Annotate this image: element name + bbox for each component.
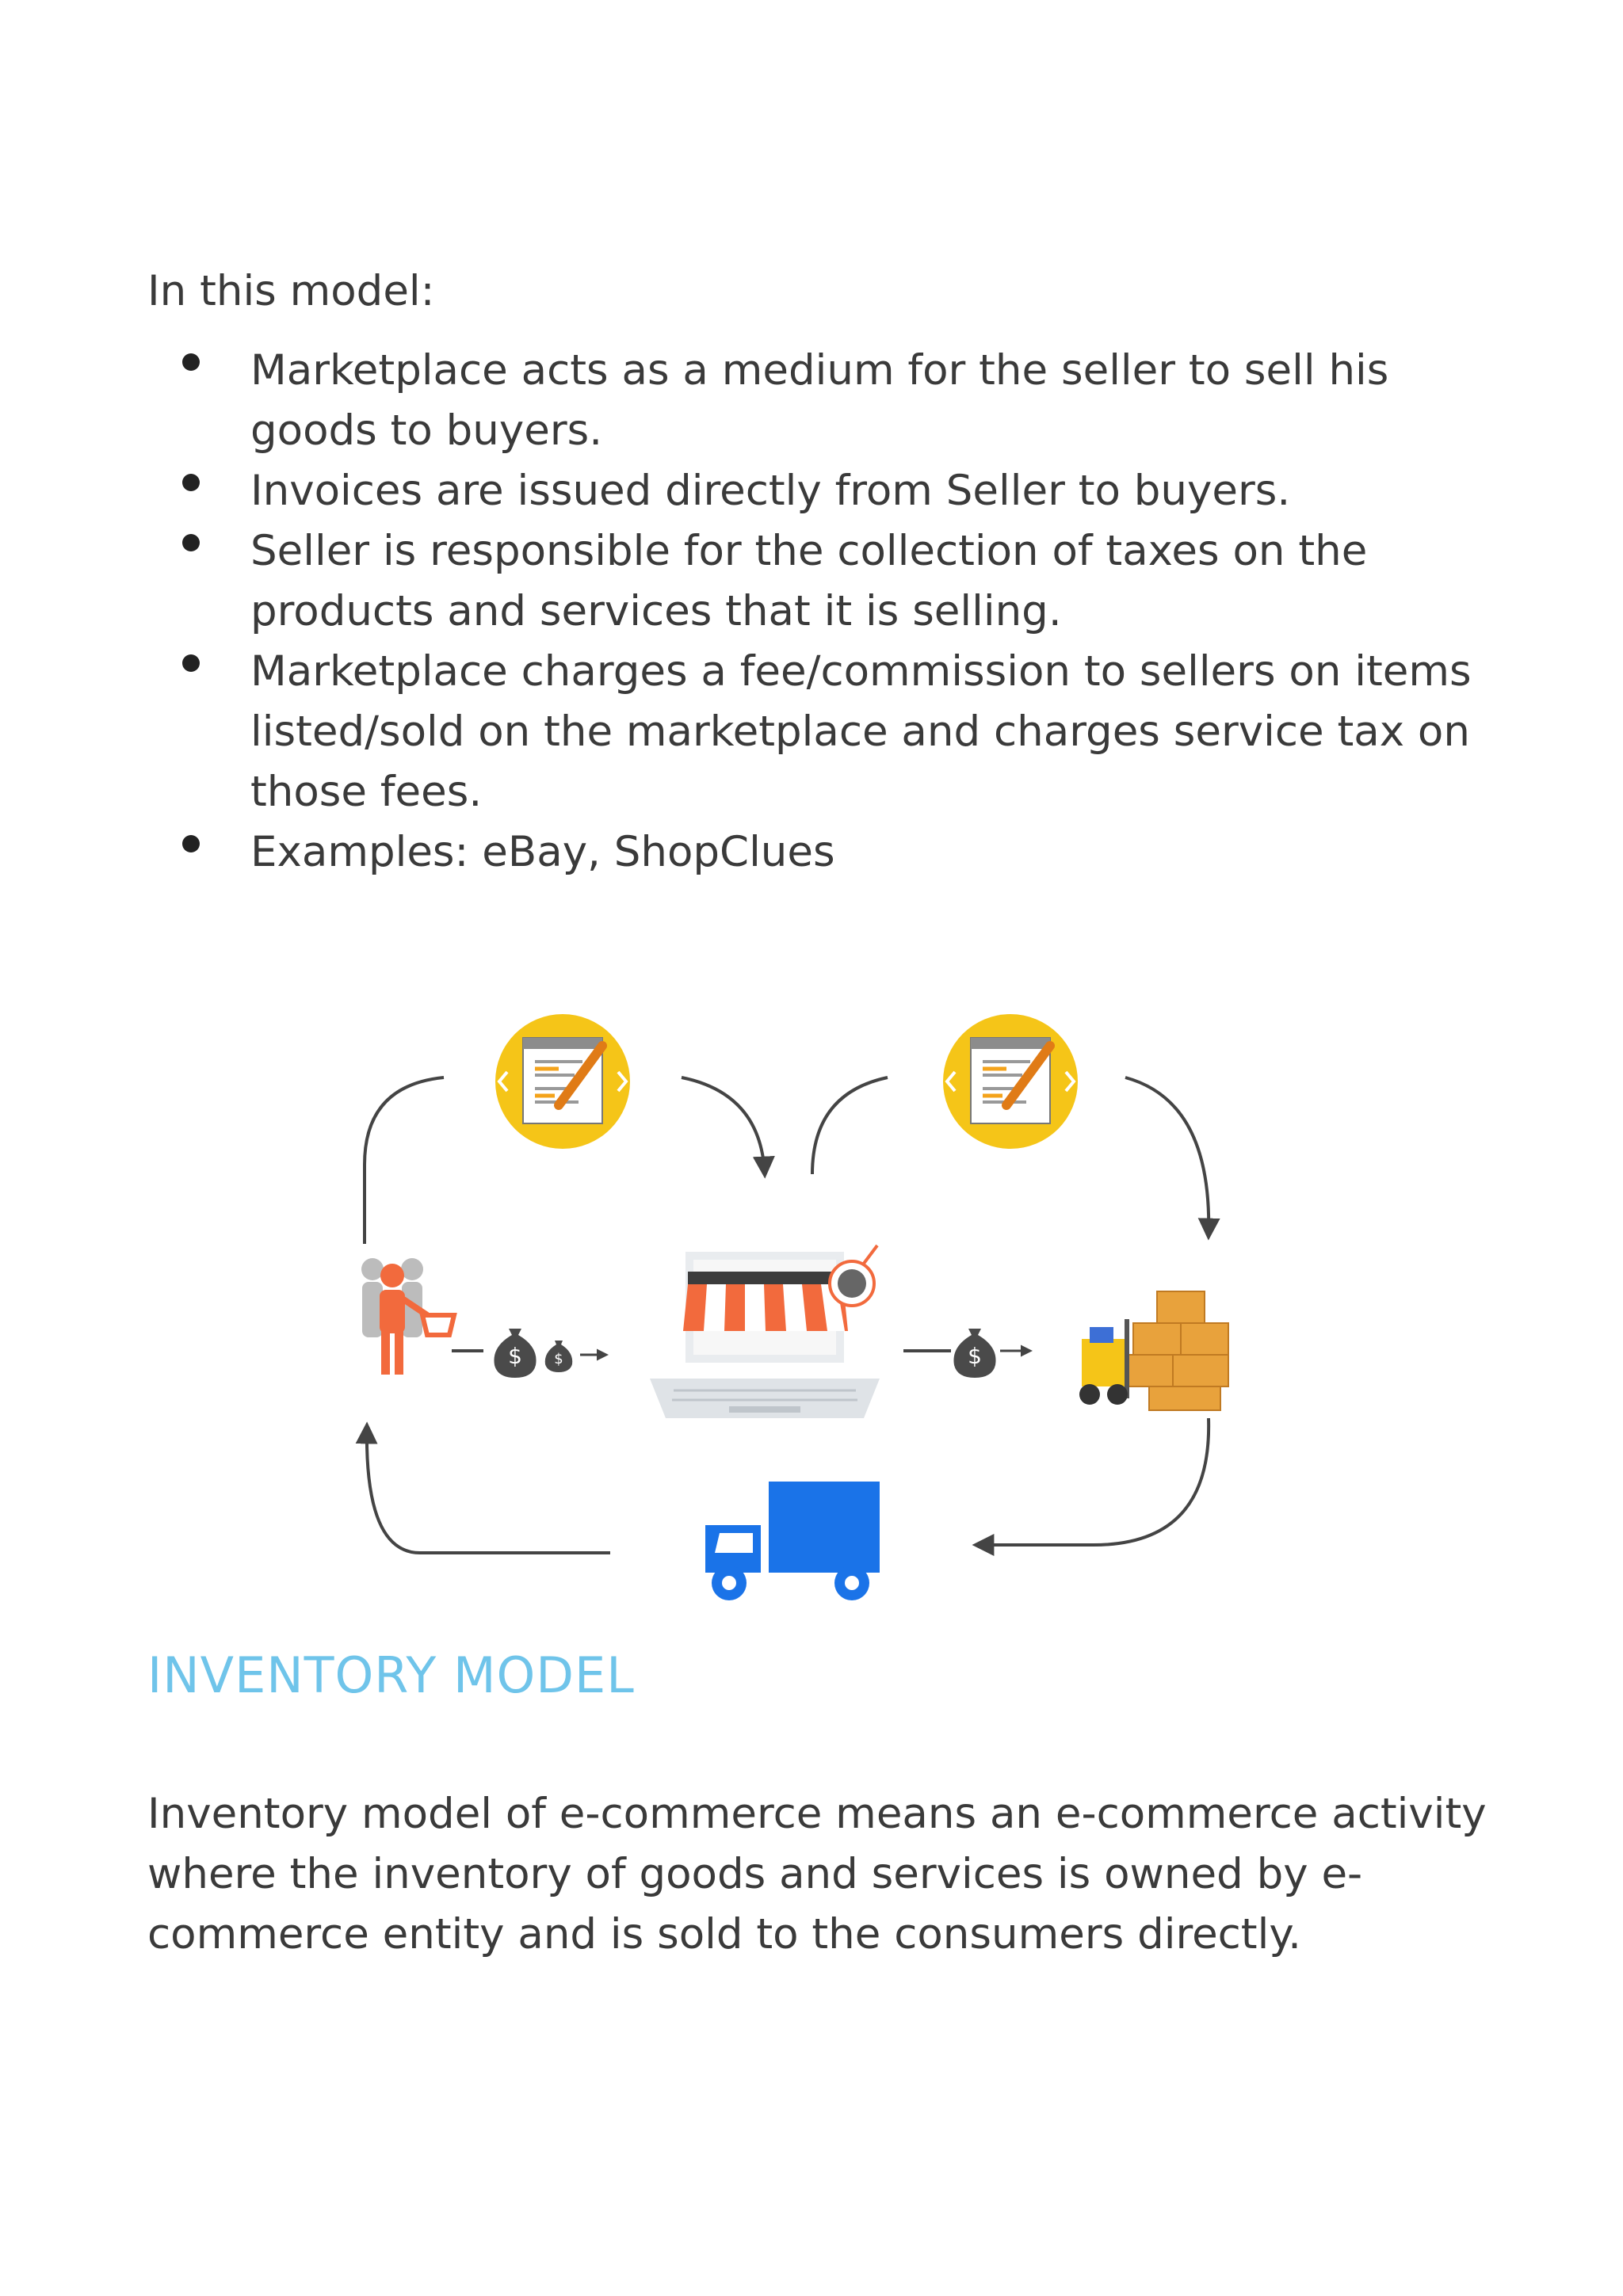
section-title: INVENTORY MODEL — [147, 1646, 635, 1704]
intro-text: In this model: — [147, 267, 435, 315]
inventory-model-description: Inventory model of e-commerce means an e… — [147, 1790, 1487, 1958]
money-bag-icon: $ — [544, 1341, 573, 1372]
arrow-truck-to-buyer — [355, 1421, 610, 1554]
list-item: Marketplace acts as a medium for the sel… — [147, 341, 1510, 461]
invoice-icon — [943, 1014, 1078, 1149]
discount-tag-icon — [828, 1244, 879, 1307]
bullet-text: Invoices are issued directly from Seller… — [250, 467, 1291, 515]
model-bullet-list: Marketplace acts as a medium for the sel… — [147, 341, 1510, 883]
bullet-icon — [182, 474, 200, 491]
money-bag-icon: $ — [494, 1329, 537, 1378]
warehouse-forklift-icon — [1079, 1291, 1229, 1411]
delivery-truck-icon — [705, 1482, 880, 1600]
invoice-icon — [495, 1014, 630, 1149]
money-bag-icon: $ — [953, 1329, 996, 1378]
list-item: Invoices are issued directly from Seller… — [147, 461, 1510, 521]
buyers-icon — [361, 1258, 457, 1375]
arrow-invoice-to-marketplace — [681, 1076, 775, 1179]
svg-text:$: $ — [968, 1343, 982, 1369]
svg-text:$: $ — [554, 1351, 563, 1367]
arrow-marketplace-to-invoice — [811, 1076, 888, 1175]
svg-text:$: $ — [508, 1343, 522, 1369]
arrow-buyer-to-invoice — [363, 1076, 445, 1244]
list-item: Seller is responsible for the collection… — [147, 521, 1510, 642]
list-item: Marketplace charges a fee/commission to … — [147, 642, 1510, 822]
list-item: Examples: eBay, ShopClues — [147, 822, 1510, 883]
awning-icon — [683, 1284, 848, 1331]
bullet-icon — [182, 654, 200, 672]
money-flow-marketplace-to-seller: $ — [903, 1329, 1033, 1378]
flow-arrows — [355, 1076, 1220, 1556]
marketplace-laptop-icon — [650, 1244, 880, 1418]
marketplace-flow-diagram: $ $ — [355, 1014, 1229, 1600]
bullet-text: Marketplace acts as a medium for the sel… — [250, 346, 1389, 455]
bullet-text: Examples: eBay, ShopClues — [250, 828, 835, 876]
bullet-text: Seller is responsible for the collection… — [250, 527, 1368, 635]
bullet-text: Marketplace charges a fee/commission to … — [250, 647, 1472, 816]
bullet-icon — [182, 353, 200, 371]
bullet-icon — [182, 835, 200, 852]
bullet-icon — [182, 534, 200, 551]
arrow-warehouse-to-truck — [972, 1417, 1211, 1556]
arrow-invoice-to-warehouse — [1125, 1076, 1220, 1241]
money-flow-buyer-to-marketplace: $ $ — [452, 1329, 609, 1378]
